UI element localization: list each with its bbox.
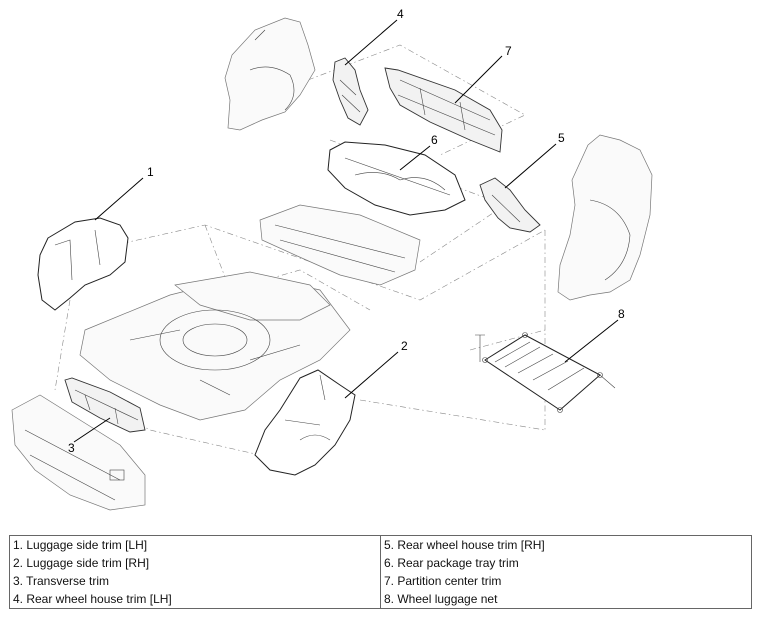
part-wheel-luggage-net: [475, 332, 616, 413]
legend-row: 3. Transverse trim 7. Partition center t…: [9, 572, 752, 590]
legend-item: 1. Luggage side trim [LH]: [9, 535, 381, 554]
legend-item: 3. Transverse trim: [9, 572, 381, 590]
part-rear-package-tray-trim: [327, 141, 466, 216]
callout-7: 7: [505, 44, 512, 58]
body-package-shelf-support: [259, 204, 421, 286]
legend-item: 6. Rear package tray trim: [380, 554, 752, 572]
callout-4: 4: [397, 7, 404, 21]
leader-lines: [73, 19, 619, 443]
callout-6: 6: [431, 133, 438, 147]
part-rear-wheel-house-trim-rh: [479, 177, 541, 233]
callout-labels: 1 2 3 4 5 6 7 8: [68, 7, 625, 455]
callout-1: 1: [147, 165, 154, 179]
body-luggage-floor: [79, 271, 351, 421]
leader-line-2: [344, 351, 399, 399]
leader-line-1: [94, 177, 144, 221]
callout-3: 3: [68, 441, 75, 455]
body-rear-back-panel: [11, 394, 146, 511]
callout-8: 8: [618, 307, 625, 321]
exploded-parts-diagram: 1 2 3 4 5 6 7 8: [11, 7, 653, 511]
leader-line-6: [399, 145, 431, 171]
callout-5: 5: [558, 131, 565, 145]
legend-item: 7. Partition center trim: [380, 572, 752, 590]
callout-2: 2: [401, 339, 408, 353]
legend-item: 5. Rear wheel house trim [RH]: [380, 535, 752, 554]
parts-legend-table: 1. Luggage side trim [LH] 5. Rear wheel …: [9, 535, 752, 609]
legend-item: 2. Luggage side trim [RH]: [9, 554, 381, 572]
legend-row: 1. Luggage side trim [LH] 5. Rear wheel …: [9, 535, 752, 554]
legend-item: 4. Rear wheel house trim [LH]: [9, 590, 381, 609]
leader-line-8: [564, 319, 619, 363]
part-luggage-side-trim-rh: [254, 369, 356, 476]
leader-line-3: [73, 417, 111, 443]
body-panel-left-wheel-arch: [224, 17, 316, 131]
part-luggage-side-trim-lh: [37, 217, 129, 311]
leader-line-4: [344, 19, 398, 66]
part-transverse-trim: [64, 377, 146, 433]
legend-row: 2. Luggage side trim [RH] 6. Rear packag…: [9, 554, 752, 572]
legend-row: 4. Rear wheel house trim [LH] 8. Wheel l…: [9, 590, 752, 609]
part-rear-wheel-house-trim-lh: [332, 57, 369, 126]
part-partition-center-trim: [384, 67, 503, 153]
leader-line-5: [504, 143, 557, 189]
leader-line-7: [454, 55, 503, 104]
body-panel-right-wheel-arch: [557, 134, 653, 301]
legend-item: 8. Wheel luggage net: [380, 590, 752, 609]
